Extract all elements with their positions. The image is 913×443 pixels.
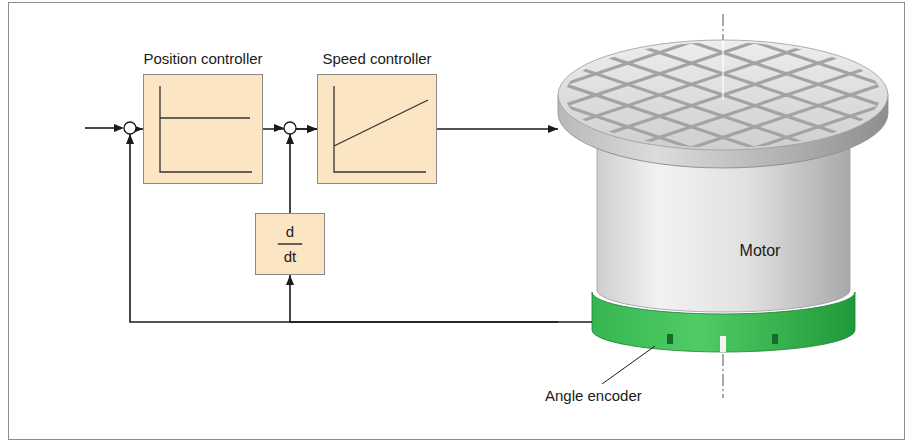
box-heading: Position controller bbox=[143, 50, 262, 67]
graph-axes bbox=[160, 86, 252, 172]
box-text: dt bbox=[284, 249, 297, 265]
box-fill bbox=[317, 74, 437, 184]
box-text: d bbox=[286, 224, 294, 240]
encoder-notch bbox=[772, 334, 778, 344]
signal-arrow bbox=[290, 129, 317, 213]
axis-line bbox=[723, 354, 724, 398]
derivative-box: d dt bbox=[255, 213, 325, 275]
p-response bbox=[160, 117, 250, 118]
motor-body: Motor bbox=[558, 35, 888, 345]
signal-wire bbox=[558, 321, 592, 323]
controller-box: Position controller bbox=[143, 74, 263, 184]
controller-graphs bbox=[160, 86, 428, 172]
signal-arrow bbox=[290, 275, 558, 322]
summing-junction bbox=[124, 122, 136, 134]
axis-line bbox=[722, 40, 723, 100]
pi-response bbox=[334, 100, 428, 146]
arrow-head bbox=[114, 124, 124, 132]
box-heading: Speed controller bbox=[322, 50, 431, 67]
table-top bbox=[558, 40, 888, 150]
arrow-head bbox=[126, 134, 134, 144]
input-line bbox=[85, 127, 116, 129]
graph-axes bbox=[334, 86, 426, 172]
signal-arrow bbox=[437, 128, 558, 130]
encoder-gap bbox=[720, 336, 726, 352]
arrow-head bbox=[286, 134, 294, 144]
encoder-notch bbox=[667, 334, 673, 344]
part-name: Angle encoder bbox=[545, 387, 642, 404]
fraction-bar bbox=[278, 243, 303, 244]
box-fill bbox=[255, 213, 325, 275]
table-slots bbox=[483, 15, 913, 175]
controller-box: Speed controller bbox=[317, 74, 437, 184]
summing-junction bbox=[284, 122, 296, 134]
box-text: Motor bbox=[740, 242, 781, 259]
box-fill bbox=[143, 74, 263, 184]
controller-fills bbox=[143, 74, 437, 275]
signal-arrow bbox=[130, 129, 558, 322]
arrow-head bbox=[274, 124, 284, 132]
leader-line bbox=[602, 346, 655, 384]
motor-illustration bbox=[483, 14, 913, 398]
